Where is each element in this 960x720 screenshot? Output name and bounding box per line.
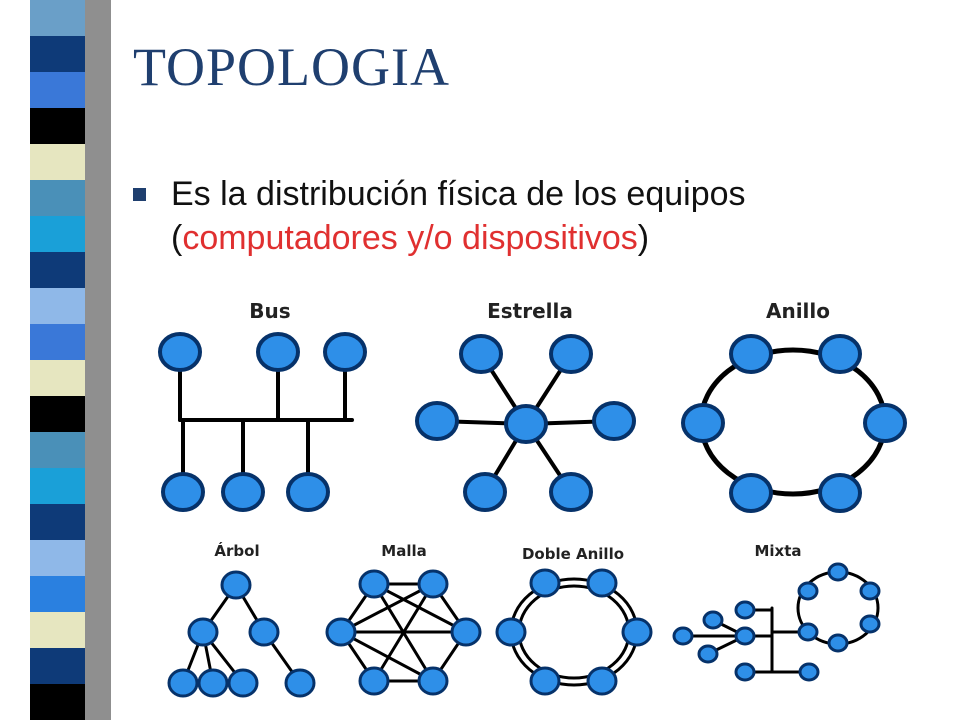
ring-node — [818, 473, 862, 513]
double-ring-node — [586, 568, 618, 598]
slide-title: TOPOLOGIA — [133, 37, 450, 97]
mixed-node — [672, 626, 694, 646]
star-node — [549, 334, 593, 374]
stripe-segment — [30, 504, 85, 540]
mixed-node — [859, 614, 881, 634]
bullet-highlight: computadores y/o dispositivos — [182, 219, 638, 257]
double-ring-outer — [509, 577, 639, 687]
star-hub-node — [504, 404, 548, 444]
label-ring: Anillo — [766, 299, 830, 323]
bus-node — [256, 332, 300, 372]
bus-node — [221, 472, 265, 512]
mesh-node — [417, 666, 449, 696]
star-node — [415, 401, 459, 441]
ring-node — [681, 403, 725, 443]
ring-node — [729, 334, 773, 374]
mesh-link — [339, 582, 435, 634]
stripe-segment — [30, 540, 85, 576]
stripe-segment — [30, 252, 85, 288]
bullet-text-start: Es la distribución física de los equipos… — [171, 175, 746, 257]
stripe-segment — [30, 0, 85, 36]
star-node — [463, 472, 507, 512]
mixed-node — [734, 600, 756, 620]
mesh-node — [417, 569, 449, 599]
network-nodes — [158, 332, 907, 698]
mesh-node — [450, 617, 482, 647]
stripe-segment — [30, 36, 85, 72]
stripe-segment — [30, 432, 85, 468]
mesh-node — [358, 569, 390, 599]
tree-node — [187, 617, 219, 647]
stripe-segment — [30, 648, 85, 684]
mixed-node — [827, 562, 849, 582]
mixed-node — [797, 622, 819, 642]
double-ring-inner — [517, 584, 631, 680]
ring-link — [698, 347, 888, 497]
tree-node — [197, 668, 229, 698]
network-links — [178, 347, 888, 687]
stripe-segment — [30, 612, 85, 648]
ring-node — [818, 334, 862, 374]
double-ring-node — [529, 666, 561, 696]
star-node — [592, 401, 636, 441]
star-node — [549, 472, 593, 512]
bus-node — [286, 472, 330, 512]
label-bus: Bus — [249, 299, 290, 323]
mixed-node — [798, 662, 820, 682]
label-star: Estrella — [487, 299, 573, 323]
stripe-segment — [30, 288, 85, 324]
label-tree: Árbol — [214, 541, 259, 560]
tree-node — [227, 668, 259, 698]
label-mesh: Malla — [381, 542, 426, 560]
bullet-text-end: ) — [637, 219, 650, 257]
decorative-stripe — [30, 0, 85, 720]
label-double-ring: Doble Anillo — [522, 545, 624, 563]
bullet-point: Es la distribución física de los equipos… — [133, 172, 933, 260]
stripe-segment — [30, 396, 85, 432]
stripe-segment — [30, 324, 85, 360]
label-mixed: Mixta — [754, 542, 801, 560]
tree-node — [167, 668, 199, 698]
mesh-node — [358, 666, 390, 696]
stripe-segment — [30, 576, 85, 612]
mesh-link — [372, 582, 468, 634]
stripe-segment — [30, 72, 85, 108]
bullet-text: Es la distribución física de los equipos… — [171, 172, 933, 260]
double-ring-node — [621, 617, 653, 647]
tree-node — [220, 570, 252, 600]
bullet-square-icon — [133, 188, 146, 201]
double-ring-node — [529, 568, 561, 598]
mixed-node — [702, 610, 724, 630]
stripe-segment — [30, 108, 85, 144]
double-ring-node — [495, 617, 527, 647]
stripe-shadow — [85, 0, 111, 720]
mixed-node — [697, 644, 719, 664]
mesh-link — [339, 630, 435, 683]
mixed-node — [734, 626, 756, 646]
stripe-segment — [30, 468, 85, 504]
mixed-node — [859, 581, 881, 601]
stripe-segment — [30, 360, 85, 396]
double-ring-node — [586, 666, 618, 696]
mixed-node — [827, 633, 849, 653]
mixed-node — [734, 662, 756, 682]
stripe-segment — [30, 684, 85, 720]
star-node — [459, 334, 503, 374]
stripe-segment — [30, 216, 85, 252]
bus-node — [323, 332, 367, 372]
mixed-node — [797, 581, 819, 601]
ring-node — [729, 473, 773, 513]
ring-node — [863, 403, 907, 443]
bus-node — [161, 472, 205, 512]
stripe-segment — [30, 144, 85, 180]
stripe-segment — [30, 180, 85, 216]
tree-node — [284, 668, 316, 698]
tree-node — [248, 617, 280, 647]
mesh-node — [325, 617, 357, 647]
bus-node — [158, 332, 202, 372]
